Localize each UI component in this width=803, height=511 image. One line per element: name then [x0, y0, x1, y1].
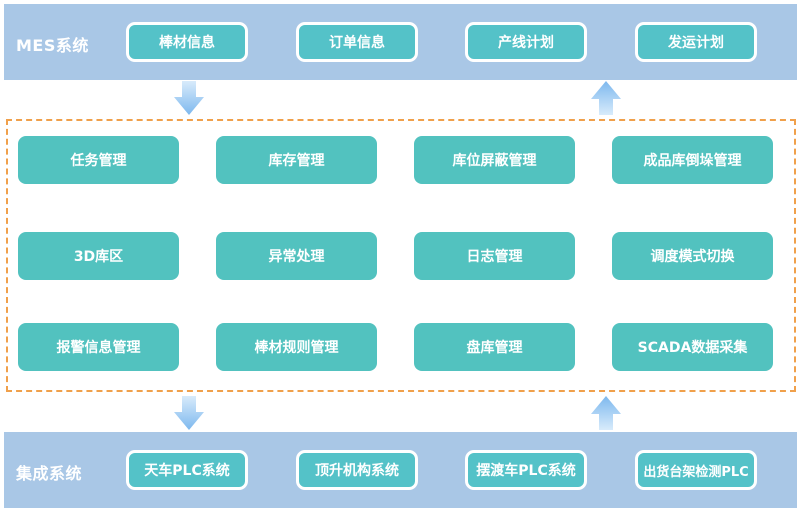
down-arrow-icon [174, 81, 204, 115]
integration-item-shipping-rack-plc[interactable]: 出货台架检测PLC [635, 450, 757, 490]
module-inventory-management[interactable]: 库存管理 [216, 136, 377, 184]
module-bar-rule-management[interactable]: 棒材规则管理 [216, 323, 377, 371]
module-exception-handling[interactable]: 异常处理 [216, 232, 377, 280]
module-finished-stack-rearrange[interactable]: 成品库倒垛管理 [612, 136, 773, 184]
module-alarm-management[interactable]: 报警信息管理 [18, 323, 179, 371]
mes-item-production-plan[interactable]: 产线计划 [465, 22, 587, 62]
module-scada-data-collection[interactable]: SCADA数据采集 [612, 323, 773, 371]
module-task-management[interactable]: 任务管理 [18, 136, 179, 184]
module-3d-area[interactable]: 3D库区 [18, 232, 179, 280]
integration-item-lifting-mechanism[interactable]: 顶升机构系统 [296, 450, 418, 490]
module-dispatch-mode-switch[interactable]: 调度模式切换 [612, 232, 773, 280]
mes-item-bar-info[interactable]: 棒材信息 [126, 22, 248, 62]
integration-system-title: 集成系统 [16, 464, 83, 483]
mes-item-order-info[interactable]: 订单信息 [296, 22, 418, 62]
down-arrow-icon [174, 396, 204, 430]
up-arrow-icon [591, 396, 621, 430]
integration-system-band: 集成系统 天车PLC系统 顶升机构系统 摆渡车PLC系统 出货台架检测PLC [4, 432, 797, 508]
mes-system-title: MES系统 [16, 36, 89, 55]
integration-item-crane-plc[interactable]: 天车PLC系统 [126, 450, 248, 490]
module-log-management[interactable]: 日志管理 [414, 232, 575, 280]
mes-item-shipping-plan[interactable]: 发运计划 [635, 22, 757, 62]
module-location-block-management[interactable]: 库位屏蔽管理 [414, 136, 575, 184]
integration-item-shuttle-plc[interactable]: 摆渡车PLC系统 [465, 450, 587, 490]
mes-system-band: MES系统 棒材信息 订单信息 产线计划 发运计划 [4, 4, 797, 80]
up-arrow-icon [591, 81, 621, 115]
core-modules-container [6, 119, 796, 392]
module-stocktaking-management[interactable]: 盘库管理 [414, 323, 575, 371]
